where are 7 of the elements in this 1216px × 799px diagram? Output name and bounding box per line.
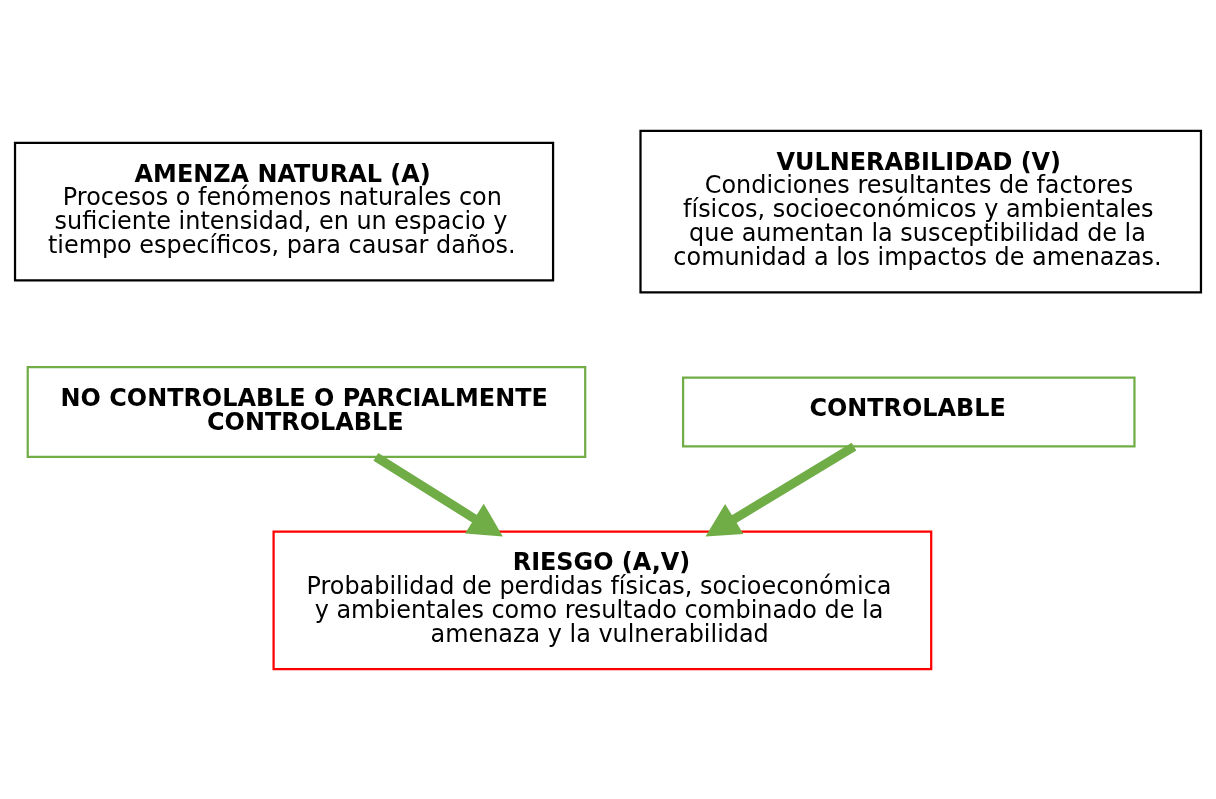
arrow xyxy=(705,442,857,536)
node-box: CONTROLABLE xyxy=(682,375,1136,447)
node-box: NO CONTROLABLE O PARCIALMENTE CONTROLABLE xyxy=(26,365,587,458)
node-box: VULNERABILIDAD (V) Condiciones resultantes de factores físicos, socioeconómicos y ambientales que aumentan la susceptibilidad de la comunidad a los impactos de amenazas. xyxy=(639,129,1203,293)
node-box: RIESGO (A,V) Probabilidad de perdidas físicas, socioeconómica y ambientales como resultado combinado de la amenaza y la vulnerabilidad xyxy=(272,529,933,670)
arrow xyxy=(373,452,503,536)
node-box: AMENZA NATURAL (A) Procesos o fenómenos naturales con suficiente intensidad, en un espacio y tiempo específicos, para causar daños. xyxy=(13,141,555,282)
